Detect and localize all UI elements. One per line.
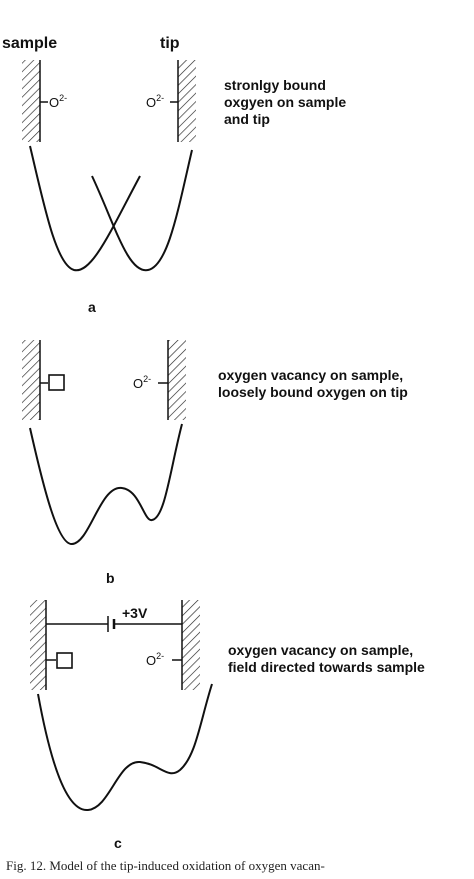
panel-a-letter: a xyxy=(88,299,96,315)
panel-b: O2- b oxygen vacancy on sample, loosely … xyxy=(22,340,408,586)
sample-potential-well xyxy=(29,145,141,272)
panel-c-letter: c xyxy=(114,835,122,851)
oxygen-vacancy-square xyxy=(48,374,65,391)
panel-c: O2- +3V c oxygen vacancy on sample, fiel… xyxy=(30,600,425,851)
oxygen-vacancy-square xyxy=(56,652,73,669)
sample-electrode-hatch xyxy=(30,600,46,690)
tip-electrode-hatch xyxy=(178,60,196,142)
tip-oxygen-ion: O2- xyxy=(146,651,164,668)
panel-b-letter: b xyxy=(106,570,115,586)
panel-b-desc-line1: oxygen vacancy on sample, xyxy=(218,367,403,383)
panel-a-desc-line3: and tip xyxy=(224,111,270,127)
panel-b-desc-line2: loosely bound oxygen on tip xyxy=(218,384,408,400)
sample-oxygen-ion: O2- xyxy=(49,93,67,110)
sample-electrode-hatch xyxy=(22,60,40,142)
tip-electrode-hatch xyxy=(182,600,200,690)
panel-c-desc-line1: oxygen vacancy on sample, xyxy=(228,642,413,658)
tip-oxygen-ion: O2- xyxy=(146,93,164,110)
figure-caption: Fig. 12. Model of the tip-induced oxidat… xyxy=(6,858,325,873)
panel-a-desc-line1: stronlgy bound xyxy=(224,77,326,93)
sample-electrode-hatch xyxy=(22,340,40,420)
tip-potential-well xyxy=(91,149,193,272)
tilted-potential xyxy=(37,683,213,812)
sample-header-label: sample xyxy=(2,35,57,52)
tip-header-label: tip xyxy=(160,35,180,52)
double-well-potential xyxy=(29,423,183,546)
panel-a: O2- O2- a stronlgy bound oxgyen on sampl… xyxy=(22,60,346,315)
tip-oxygen-ion: O2- xyxy=(133,374,151,391)
panel-a-desc-line2: oxgyen on sample xyxy=(224,94,346,110)
bias-voltage-label: +3V xyxy=(122,605,148,621)
panel-c-desc-line2: field directed towards sample xyxy=(228,659,425,675)
tip-electrode-hatch xyxy=(168,340,186,420)
